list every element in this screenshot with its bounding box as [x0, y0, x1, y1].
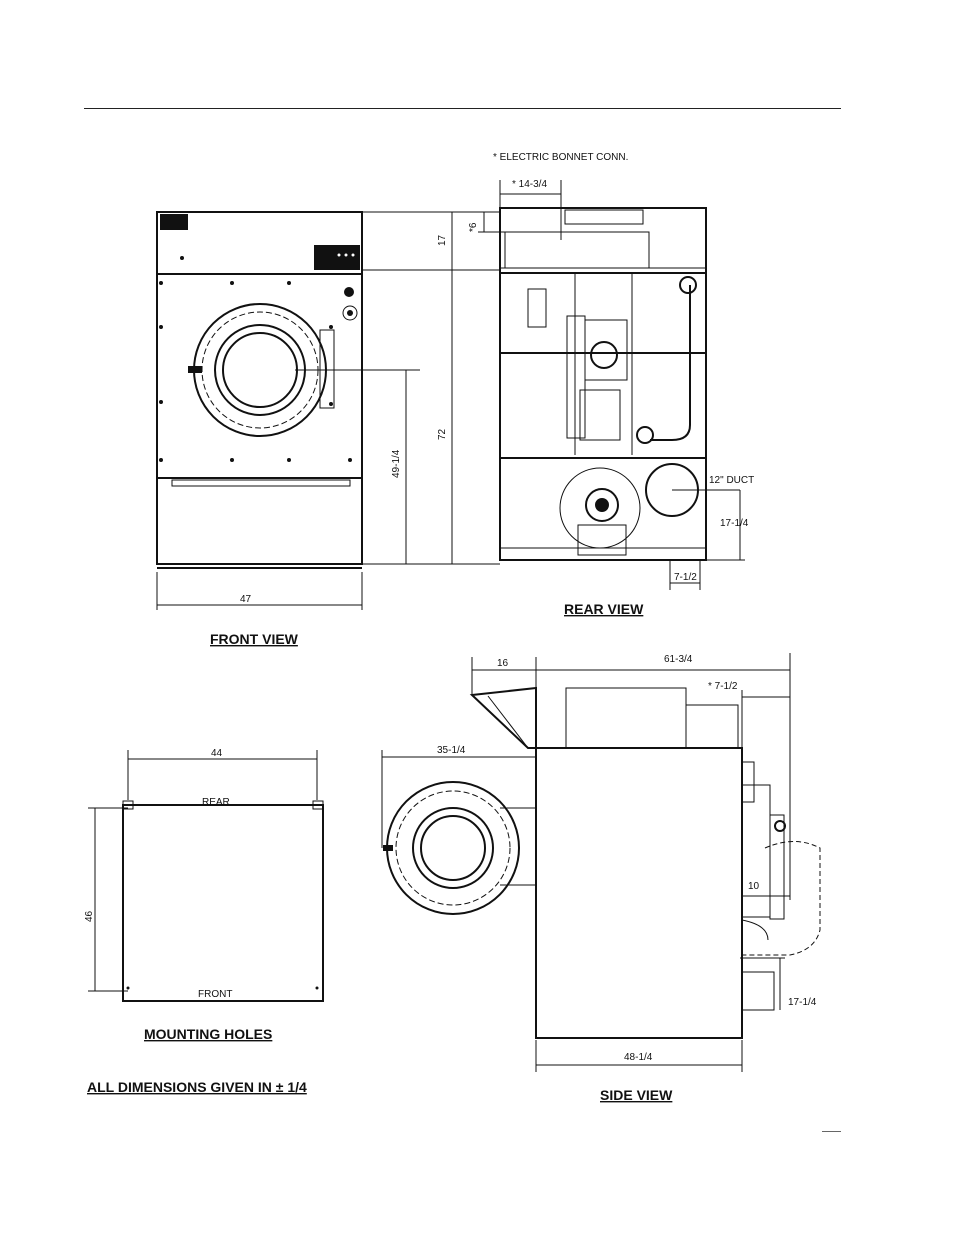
side-door-outer: [386, 781, 520, 915]
mounting-base: [122, 804, 324, 1002]
dim-17: 17: [437, 234, 448, 246]
front-badge: [160, 214, 188, 230]
dim-46: 46: [84, 910, 95, 922]
side-view-drawing: [381, 653, 821, 1072]
front-view-title: FRONT VIEW: [210, 631, 299, 647]
all-dimensions-note: ALL DIMENSIONS GIVEN IN ± 1/4: [87, 1079, 307, 1095]
rear-view-drawing: [478, 180, 745, 590]
rear-label: REAR: [202, 797, 230, 808]
side-cabinet: [535, 747, 743, 1039]
side-view-title: SIDE VIEW: [600, 1087, 673, 1103]
dim-rear-7-1-2: 7-1/2: [674, 572, 697, 583]
front-view-drawing: [156, 211, 500, 610]
footer-mark: [822, 1131, 841, 1132]
dim-49-1-4: 49-1/4: [391, 449, 402, 478]
dim-72: 72: [437, 428, 448, 440]
mounting-holes-drawing: [88, 750, 324, 1002]
front-label: FRONT: [198, 989, 232, 1000]
rear-view-title: REAR VIEW: [564, 601, 644, 617]
header-rule: [84, 108, 841, 109]
dim-10: 10: [748, 881, 760, 892]
dim-35-1-4: 35-1/4: [437, 745, 466, 756]
dim-44: 44: [211, 748, 223, 759]
dim-rear-17-1-4: 17-1/4: [720, 518, 749, 529]
electric-bonnet-label: * ELECTRIC BONNET CONN.: [493, 152, 628, 163]
dim-61-3-4: 61-3/4: [664, 654, 693, 665]
dim-side-17-1-4: 17-1/4: [788, 997, 817, 1008]
dim-6: *6: [468, 222, 479, 232]
front-hinge: [319, 329, 335, 409]
duct-label: 12" DUCT: [709, 475, 754, 486]
dim-48-1-4: 48-1/4: [624, 1052, 653, 1063]
front-kickplate: [156, 477, 363, 565]
rear-cabinet: [499, 207, 707, 561]
dim-side-7-1-2: * 7-1/2: [708, 681, 738, 692]
mounting-holes-title: MOUNTING HOLES: [144, 1026, 272, 1042]
dim-16: 16: [497, 658, 509, 669]
front-control-panel: [314, 245, 360, 270]
dim-47: 47: [240, 594, 252, 605]
dim-14-3-4: * 14-3/4: [512, 179, 547, 190]
